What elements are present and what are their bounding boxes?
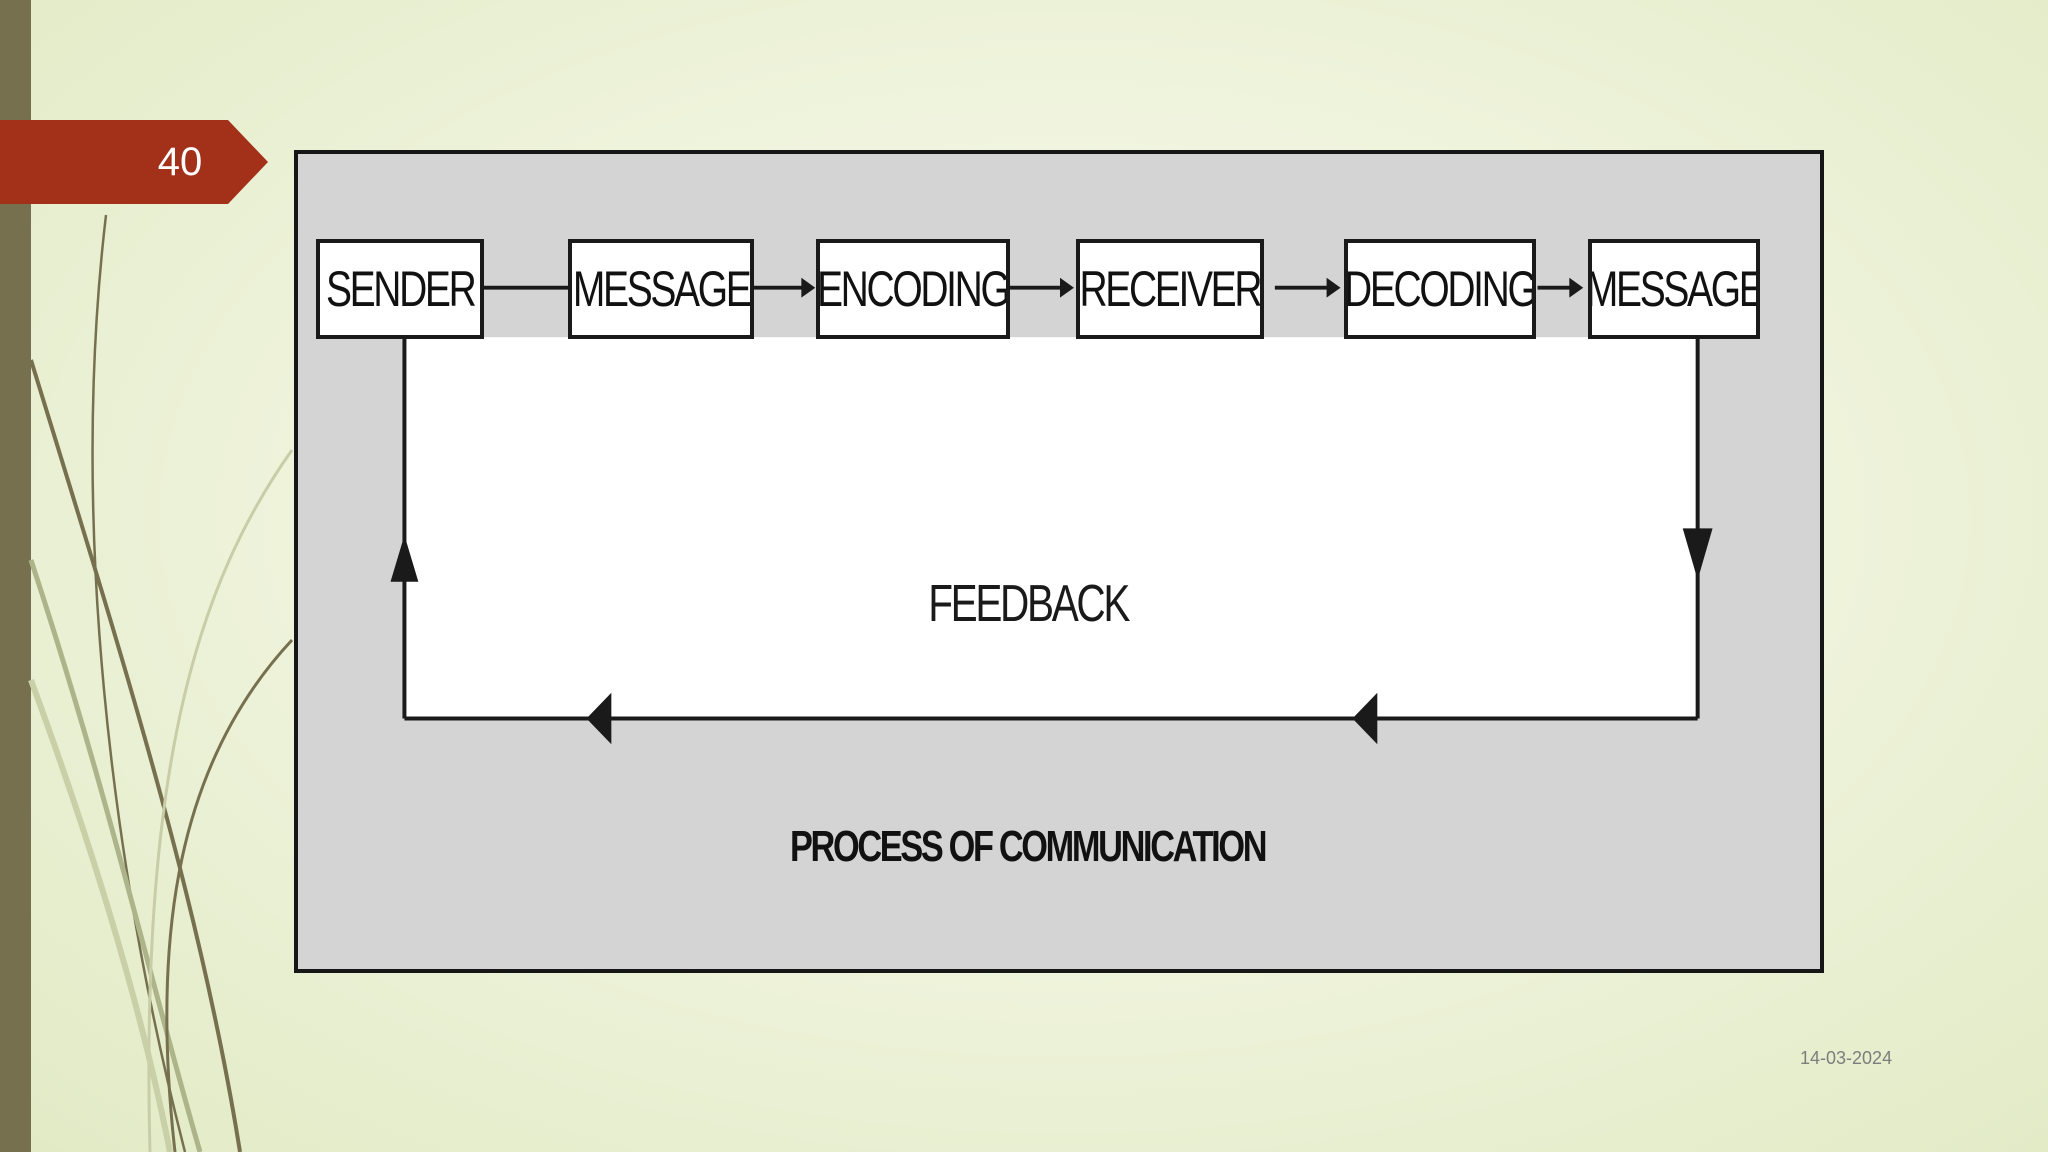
box-encoding: ENCODING — [816, 239, 1010, 339]
slide-number-tab — [0, 120, 268, 204]
decorative-curves — [28, 214, 294, 1152]
box-sender: SENDER — [316, 239, 484, 339]
slide-date: 14-03-2024 — [1800, 1048, 1893, 1068]
feedback-label: FEEDBACK — [928, 575, 1130, 633]
communication-process-diagram: SENDER MESSAGE ENCODING RECEIVER DECODIN… — [294, 150, 1824, 973]
arrowhead-down — [1682, 528, 1713, 580]
feedback-area — [404, 337, 1698, 719]
arrowhead-decoding — [1326, 277, 1341, 298]
box-decoding: DECODING — [1344, 239, 1536, 339]
box-receiver: RECEIVER — [1076, 239, 1264, 339]
arrowhead-encoding — [801, 277, 816, 298]
slide-number: 40 — [157, 140, 203, 184]
box-message: MESSAGE — [568, 239, 754, 339]
box-message-received: MESSAGE — [1588, 239, 1760, 339]
arrowhead-receiver — [1059, 277, 1074, 298]
diagram-connectors — [390, 277, 1713, 745]
arrowhead-message — [1569, 277, 1584, 298]
diagram-caption: PROCESS OF COMMUNICATION — [790, 822, 1268, 871]
arrowhead-left-2 — [586, 692, 612, 745]
arrowhead-up — [390, 535, 419, 582]
arrowhead-left-1 — [1352, 692, 1378, 745]
